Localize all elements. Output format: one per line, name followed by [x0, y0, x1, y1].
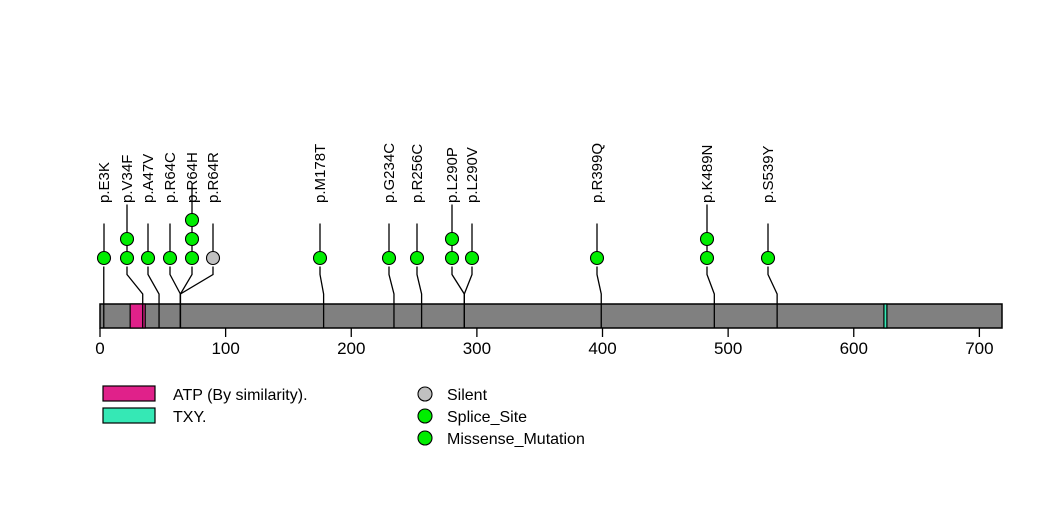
mutation-marker[interactable]: p.R399Q — Missense_Mutation [589, 250, 605, 266]
mutation-label: p.L290V [464, 147, 481, 203]
lollipop-connector [319, 266, 325, 328]
axis-tick-label: 500 [714, 339, 742, 358]
mutation-marker[interactable]: p.K489N — Missense_Mutation [699, 250, 715, 266]
domain-rect[interactable] [883, 303, 888, 329]
lollipop[interactable]: p.R399Q — Missense_Mutation [589, 223, 605, 329]
legend-label: Splice_Site [447, 409, 527, 426]
lollipop[interactable]: p.L290V — Missense_Mutation [463, 223, 480, 329]
lollipop-connector [126, 266, 144, 328]
legend-label: Missense_Mutation [447, 431, 585, 448]
mutation-label: p.K489N [699, 145, 716, 203]
mutation-marker[interactable]: p.V34F — Missense_Mutation [119, 231, 135, 247]
lollipop[interactable]: p.M178T — Missense_Mutation [312, 223, 328, 329]
mutation-marker[interactable]: p.L290V — Missense_Mutation [464, 250, 480, 266]
mutation-marker[interactable]: p.V34F — Missense_Mutation [119, 250, 135, 266]
axis-tick: 700 [965, 328, 994, 358]
x-axis: 0 100 200 300 400 500 600 700 [95, 328, 994, 358]
chart-legend: ATP (By similarity). TXY. SilentSplice_Sit… [102, 385, 585, 448]
domain-region[interactable]: ATP (By similarity). [129, 303, 146, 329]
mutation-label: p.R64R [205, 152, 222, 203]
mutation-label: p.R64C [162, 152, 179, 203]
mutation-label: p.V34F [119, 155, 136, 203]
mutation-marker[interactable]: p.R64C — Missense_Mutation [162, 250, 178, 266]
axis-tick-label: 400 [588, 339, 616, 358]
mutation-label: p.R399Q [589, 143, 606, 203]
legend-item-domain[interactable]: ATP (By similarity). [102, 385, 308, 404]
mutation-label: p.G234C [381, 143, 398, 203]
mutation-marker[interactable]: p.L290P — Missense_Mutation [444, 250, 460, 266]
lollipop[interactable]: p.E3K — Missense_Mutation [96, 223, 112, 329]
mutation-marker[interactable]: p.K489N — Missense_Mutation [699, 231, 715, 247]
axis-tick-label: 300 [463, 339, 491, 358]
axis-tick: 300 [463, 328, 491, 358]
legend-swatch [102, 407, 156, 424]
legend-dot [417, 386, 433, 402]
domain-rect[interactable] [129, 303, 146, 329]
lollipop[interactable]: p.A47V — Missense_Mutation [140, 223, 160, 329]
legend-dot [417, 408, 433, 424]
mutation-marker[interactable]: p.L290P — Missense_Mutation [444, 231, 460, 247]
mutation-label: p.M178T [312, 144, 329, 203]
legend-item-mutation-type[interactable]: Missense_Mutation [417, 430, 585, 448]
mutation-label: p.S539Y [760, 145, 777, 203]
legend-label: TXY. [173, 409, 207, 426]
axis-tick: 500 [714, 328, 742, 358]
axis-tick: 600 [840, 328, 868, 358]
mutation-marker[interactable]: p.R64H — Missense_Mutation [184, 212, 200, 228]
legend-item-mutation-type[interactable]: Splice_Site [417, 408, 527, 426]
lollipop[interactable]: p.R256C — Missense_Mutation [409, 223, 425, 329]
lollipop[interactable]: p.K489N — Missense_Mutation p.K489N — Mis… [699, 204, 715, 329]
mutation-marker[interactable]: p.S539Y — Missense_Mutation [760, 250, 776, 266]
legend-label: ATP (By similarity). [173, 387, 308, 404]
legend-item-mutation-type[interactable]: Silent [417, 386, 488, 404]
axis-tick-label: 200 [337, 339, 365, 358]
legend-label: Silent [447, 387, 488, 404]
lollipop-connector [463, 266, 473, 328]
axis-tick: 400 [588, 328, 617, 358]
mutation-label: p.R64H [184, 152, 201, 203]
mutation-label: p.L290P [444, 147, 461, 203]
mutation-marker[interactable]: p.R64R — Silent [205, 250, 221, 266]
lollipop-connector [416, 266, 423, 328]
lollipop-connector [596, 266, 602, 328]
lollipop[interactable]: p.V34F — Missense_Mutation p.V34F — Misse… [119, 204, 144, 329]
lollipop-connector [147, 266, 160, 328]
lollipop[interactable]: p.G234C — Missense_Mutation [381, 223, 397, 329]
mutation-label: p.R256C [409, 144, 426, 203]
mutation-marker[interactable]: p.M178T — Missense_Mutation [312, 250, 328, 266]
axis-tick-label: 700 [965, 339, 993, 358]
axis-tick: 100 [211, 328, 240, 358]
axis-tick-label: 0 [95, 339, 104, 358]
legend-dot [417, 430, 433, 446]
mutation-marker[interactable]: p.A47V — Missense_Mutation [140, 250, 156, 266]
lollipop-connector [388, 266, 395, 328]
mutation-label: p.E3K [96, 162, 113, 203]
lollipop-connector [179, 266, 214, 328]
axis-tick-label: 600 [840, 339, 868, 358]
legend-item-domain[interactable]: TXY. [102, 407, 207, 426]
lollipop-connector [767, 266, 778, 328]
protein-backbone-group [99, 303, 1003, 329]
domain-region[interactable]: TXY. [883, 303, 888, 329]
legend-swatch [102, 385, 156, 402]
mutation-marker[interactable]: p.G234C — Missense_Mutation [381, 250, 397, 266]
mutation-label: p.A47V [140, 154, 157, 203]
lollipop[interactable]: p.S539Y — Missense_Mutation [760, 223, 778, 329]
protein-backbone [99, 303, 1003, 329]
axis-tick-label: 100 [211, 339, 239, 358]
mutation-marker[interactable]: p.E3K — Missense_Mutation [96, 250, 112, 266]
mutation-marker[interactable]: p.R64H — Missense_Mutation [184, 231, 200, 247]
axis-tick: 200 [337, 328, 365, 358]
mutation-marker[interactable]: p.R64H — Missense_Mutation [184, 250, 200, 266]
lollipop[interactable]: p.R64R — Silent [179, 223, 221, 329]
domain-regions: ATP (By similarity). TXY. [129, 303, 888, 329]
axis-tick: 0 [95, 328, 105, 358]
lollipop-connector [706, 266, 715, 328]
mutation-marker[interactable]: p.R256C — Missense_Mutation [409, 250, 425, 266]
mutation-lollipops: p.E3K — Missense_Mutation p.V34F — Missen… [96, 185, 778, 329]
